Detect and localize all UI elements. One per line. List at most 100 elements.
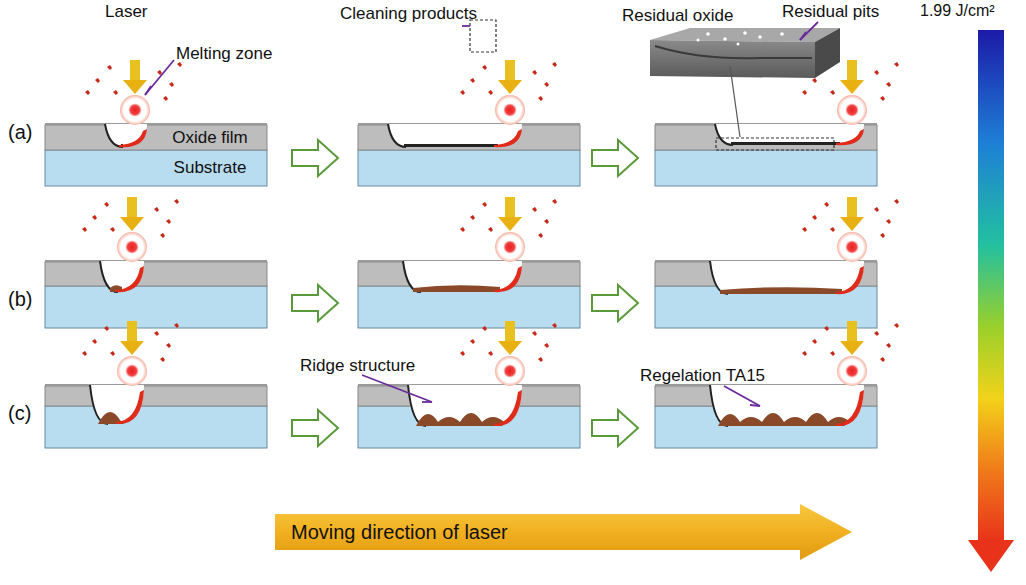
debris (482, 202, 487, 207)
groove-wall (403, 261, 421, 292)
oxide-layer (358, 125, 580, 150)
ablation-groove (408, 385, 522, 426)
debris (482, 65, 487, 70)
debris (874, 331, 879, 336)
debris (874, 207, 879, 212)
laser-arrow-shaft (127, 197, 137, 217)
laser-spot (837, 232, 867, 262)
debris (166, 343, 171, 348)
debris (532, 207, 537, 212)
debris (894, 199, 899, 204)
oxide-layer (45, 262, 267, 286)
debris (830, 227, 835, 232)
debris (92, 339, 97, 344)
oxide-edge (45, 260, 267, 262)
laser-arrow-head (840, 341, 864, 355)
debris (113, 90, 118, 95)
laser-spot (837, 95, 867, 125)
laser-arrow-head (120, 341, 144, 355)
ablation-groove (710, 385, 864, 426)
node-text: Oxide film (172, 128, 248, 148)
debris (894, 62, 899, 67)
melting-zone (116, 390, 144, 424)
oxide-film-layer: Oxide film (150, 125, 270, 150)
debris (886, 343, 891, 348)
debris (812, 339, 817, 344)
residual-pits (697, 31, 784, 45)
laser-arrow-shaft (847, 197, 857, 217)
debris (880, 233, 885, 238)
groove-wall (715, 124, 733, 145)
debris (154, 331, 159, 336)
melting-zone (836, 390, 864, 426)
laser-spot (495, 356, 525, 386)
ablation-groove (100, 261, 144, 292)
debris (874, 70, 879, 75)
debris (552, 199, 557, 204)
substrate-layer (358, 150, 580, 186)
process-panels (45, 60, 899, 448)
debris (470, 339, 475, 344)
residual-layer (731, 142, 840, 145)
debris (532, 331, 537, 336)
debris (488, 90, 493, 95)
laser-arrow-shaft (847, 321, 857, 341)
debris (470, 78, 475, 83)
debris (460, 90, 465, 95)
laser-arrow-shaft (127, 321, 137, 341)
melting-zone (494, 390, 522, 426)
inset-block (650, 40, 815, 78)
debris (538, 96, 543, 101)
laser-spot (117, 232, 147, 262)
debris (544, 82, 549, 87)
debris (82, 351, 87, 356)
laser-arrow-shaft (505, 60, 515, 80)
melting-zone (116, 266, 144, 292)
fluence-arrowhead (968, 540, 1014, 572)
moving-arrow-shape (275, 504, 852, 560)
laser-arrow-head (498, 217, 522, 231)
debris (110, 227, 115, 232)
debris (802, 90, 807, 95)
label: Ridge structure (300, 356, 415, 376)
label: (c) (8, 402, 31, 425)
oxide-layer (655, 125, 877, 150)
debris (886, 219, 891, 224)
debris (544, 343, 549, 348)
substrate-layer (45, 406, 267, 448)
substrate-layer: Substrate (150, 150, 270, 186)
debris (85, 90, 90, 95)
melting-zone (836, 266, 864, 294)
label: Regelation TA15 (640, 366, 765, 386)
label: Cleaning products (340, 4, 477, 24)
debris (460, 351, 465, 356)
debris (538, 233, 543, 238)
debris (166, 219, 171, 224)
laser-spot (837, 356, 867, 386)
debris (82, 227, 87, 232)
debris (880, 357, 885, 362)
debris (552, 323, 557, 328)
laser-arrow-shaft (130, 60, 140, 80)
laser-spot (120, 95, 150, 125)
regelation-layer (413, 285, 500, 292)
laser-arrow-shaft (505, 321, 515, 341)
label: Residual pits (782, 2, 879, 22)
debris (812, 215, 817, 220)
ablation-groove (403, 261, 522, 292)
inset-groove (655, 46, 812, 58)
ablation-groove (710, 261, 864, 294)
debris (880, 96, 885, 101)
groove-wall (710, 261, 728, 294)
laser-arrow-head (840, 80, 864, 94)
debris (174, 199, 179, 204)
debris (169, 82, 174, 87)
laser-arrow-head (498, 80, 522, 94)
melting-zone (836, 129, 864, 145)
ablation-groove (388, 124, 522, 147)
debris (470, 215, 475, 220)
oxide-layer (45, 125, 267, 150)
node-text: Moving direction of laser (291, 521, 508, 544)
ablation-groove (715, 124, 864, 145)
label: Melting zone (176, 44, 272, 64)
